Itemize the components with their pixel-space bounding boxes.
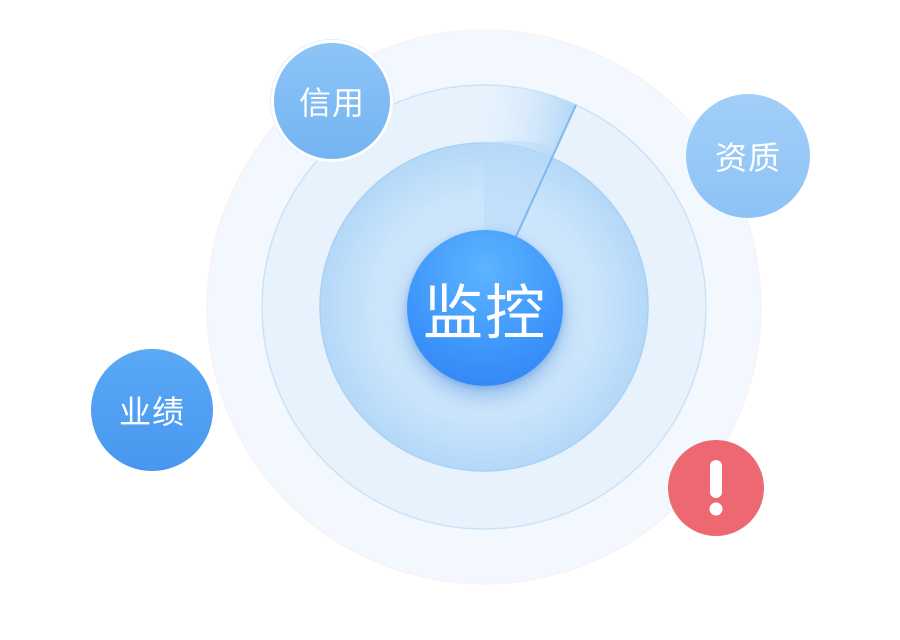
exclamation-icon bbox=[709, 460, 723, 516]
performance-node[interactable]: 业绩 bbox=[91, 349, 213, 471]
credit-node[interactable]: 信用 bbox=[271, 40, 393, 162]
monitor-center-button[interactable]: 监控 bbox=[407, 230, 563, 386]
monitor-label: 监控 bbox=[423, 278, 547, 349]
credit-label: 信用 bbox=[298, 84, 365, 122]
qualification-node[interactable]: 资质 bbox=[686, 94, 810, 218]
qualification-label: 资质 bbox=[714, 139, 781, 177]
alert-node[interactable] bbox=[668, 440, 764, 536]
performance-label: 业绩 bbox=[118, 393, 185, 431]
